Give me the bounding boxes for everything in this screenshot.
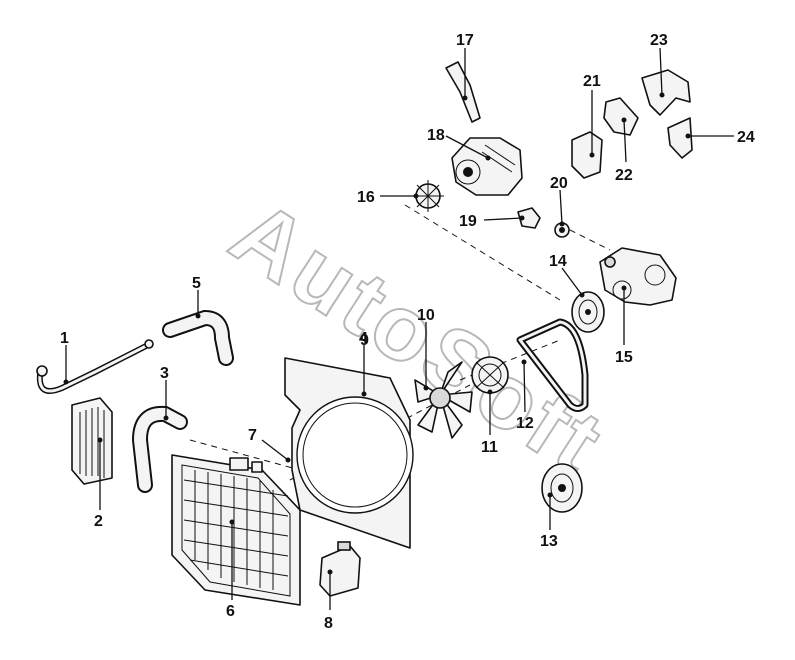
callout-5: 5 bbox=[192, 275, 201, 292]
callout-1: 1 bbox=[60, 330, 69, 347]
part-11-fan-clutch bbox=[471, 356, 509, 394]
callout-2: 2 bbox=[94, 513, 103, 530]
callout-19: 19 bbox=[459, 213, 477, 230]
part-18-alternator bbox=[451, 137, 523, 196]
callout-12: 12 bbox=[516, 415, 534, 432]
callout-7: 7 bbox=[248, 427, 257, 444]
callout-24: 24 bbox=[737, 129, 755, 146]
leader-lines bbox=[65, 47, 734, 610]
part-10-fan bbox=[414, 361, 473, 439]
callout-17: 17 bbox=[456, 32, 474, 49]
callout-11: 11 bbox=[481, 439, 498, 456]
callout-21: 21 bbox=[583, 73, 601, 90]
callout-3: 3 bbox=[160, 365, 169, 382]
callout-9: 9 bbox=[360, 332, 369, 349]
part-2-oil-cooler bbox=[71, 397, 113, 485]
part-7-9-fan-shroud bbox=[284, 357, 414, 549]
callout-labels: 1 2 3 4 5 6 7 8 9 10 11 12 13 14 15 16 1… bbox=[60, 32, 755, 632]
part-12-belt bbox=[516, 318, 589, 412]
callout-15: 15 bbox=[615, 349, 633, 366]
callout-23: 23 bbox=[650, 32, 668, 49]
callout-22: 22 bbox=[615, 167, 633, 184]
part-23-bracket bbox=[641, 69, 691, 116]
part-14-pulley bbox=[571, 291, 605, 333]
callout-6: 6 bbox=[226, 603, 235, 620]
callout-16: 16 bbox=[357, 189, 375, 206]
callout-4: 4 bbox=[359, 330, 368, 347]
callout-13: 13 bbox=[540, 533, 558, 550]
part-6-radiator bbox=[171, 454, 301, 606]
callout-10: 10 bbox=[417, 307, 435, 324]
callout-20: 20 bbox=[550, 175, 568, 192]
part-17-bracket bbox=[445, 61, 481, 123]
callout-8: 8 bbox=[324, 615, 333, 632]
part-24-bracket bbox=[667, 117, 693, 159]
part-13-pulley bbox=[541, 463, 583, 513]
part-5-hose bbox=[162, 309, 234, 366]
callout-14: 14 bbox=[549, 253, 567, 270]
callout-18: 18 bbox=[427, 127, 445, 144]
part-8-tank bbox=[319, 541, 361, 597]
part-1-pipe bbox=[36, 339, 154, 394]
part-21-mount bbox=[571, 131, 603, 179]
callout-dots bbox=[63, 92, 691, 575]
part-3-hose bbox=[131, 405, 188, 493]
part-19-fitting bbox=[517, 207, 541, 229]
part-22-bracket bbox=[603, 97, 639, 136]
part-15-water-pump bbox=[599, 247, 677, 306]
